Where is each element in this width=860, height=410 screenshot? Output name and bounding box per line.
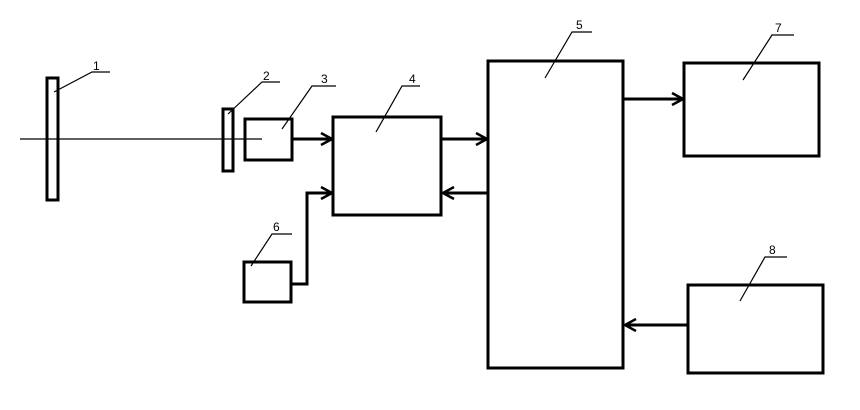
element-2-plate (221, 107, 235, 173)
label-6: 6 (273, 220, 280, 234)
leader-5 (544, 31, 592, 79)
arrow-6-to-4 (291, 193, 332, 286)
label-2: 2 (263, 69, 270, 83)
leader-3 (281, 85, 336, 130)
label-4: 4 (409, 72, 416, 86)
label-1: 1 (93, 59, 100, 73)
leader-2 (227, 81, 280, 115)
element-1-plate (45, 76, 60, 202)
block-6 (242, 260, 293, 304)
leader-6 (250, 233, 292, 267)
leader-1 (53, 71, 110, 93)
leader-4 (375, 85, 420, 133)
block-5 (486, 59, 625, 370)
block-8 (686, 283, 825, 375)
label-5: 5 (576, 18, 583, 32)
label-7: 7 (775, 21, 782, 35)
leader-7 (742, 34, 794, 81)
leader-8 (739, 256, 787, 302)
block-4 (331, 115, 443, 217)
label-3: 3 (321, 72, 328, 86)
block-7 (682, 61, 821, 158)
label-8: 8 (769, 243, 776, 257)
